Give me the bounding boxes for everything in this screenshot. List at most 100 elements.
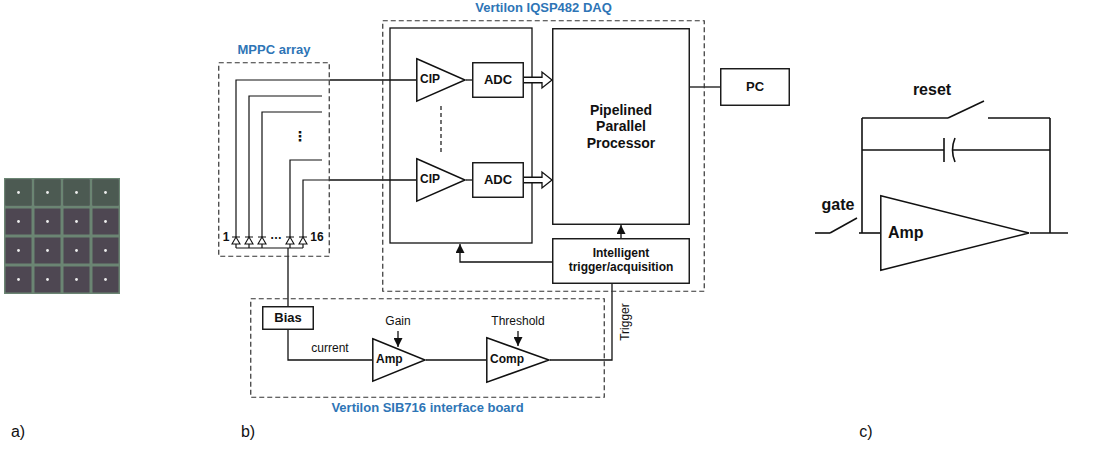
amplifier-symbol: Amp (880, 195, 1030, 271)
comparator-symbol: Comp (486, 337, 550, 383)
diode-bar (232, 236, 307, 237)
signal-wire (290, 160, 322, 237)
detector-group: MPPC array (218, 62, 330, 257)
box-outline (473, 63, 524, 98)
ellipsis-mark: ⋮ (293, 128, 307, 144)
text-block: Pipelined Parallel Processor (569, 102, 673, 150)
signal-label: current (309, 342, 350, 356)
input-wire (815, 232, 830, 234)
box-outline (263, 307, 314, 330)
triangle-outline (487, 338, 549, 382)
diode-symbol (258, 237, 266, 244)
panel-label: b) (241, 423, 255, 441)
text-block: Amp (372, 353, 403, 367)
signal-line (426, 359, 486, 360)
node-label: CIP (420, 173, 440, 187)
trigger-line (550, 284, 612, 360)
adc-box: ADC (472, 162, 524, 198)
reset-wire (862, 117, 948, 119)
frontend-box (390, 28, 532, 243)
group-title: Vertilon IQSP482 DAQ (475, 1, 612, 16)
current-line (288, 330, 372, 360)
text-block: PC (746, 80, 764, 95)
group-title: Vertilon SIB716 interface board (331, 401, 523, 416)
node-label: Bias (274, 311, 301, 326)
data-line (690, 87, 720, 88)
triangle-outline (373, 339, 425, 381)
computer-box: PC (720, 68, 790, 106)
input-wire (859, 232, 880, 234)
array-photo (4, 178, 120, 294)
signal-wire (303, 180, 330, 237)
diode-symbol (299, 237, 307, 244)
current-line (288, 330, 372, 360)
integrator-amp: CIP (416, 58, 466, 102)
control-arrow (621, 225, 622, 238)
triangle-outline (417, 159, 465, 201)
reset-wire (988, 117, 1050, 119)
threshold-control: Threshold (491, 315, 544, 329)
gain-arrow (397, 331, 398, 347)
amplifier-symbol: Amp (372, 338, 426, 382)
threshold-arrow (517, 331, 518, 346)
trigger-line (550, 284, 612, 360)
bias-bus (236, 244, 303, 257)
trigger-box: Intelligent trigger/acquisition (552, 238, 690, 284)
dashed-outline (218, 62, 330, 257)
signal-wire (249, 96, 322, 237)
dashed-outline (383, 21, 705, 292)
box-outline (473, 163, 524, 198)
signal-line (466, 179, 472, 180)
diode-symbol (245, 237, 253, 244)
feedback-wire (861, 118, 863, 233)
bias-box: Bias (262, 306, 314, 330)
signal-line (426, 360, 486, 361)
array-photo (4, 178, 120, 294)
group-title: MPPC array (238, 43, 311, 58)
signal-wire (236, 80, 330, 237)
panel-label: c) (859, 423, 872, 441)
text-block: Comp (486, 353, 524, 367)
interface-group: BiasAmpCompVertilon SIB716 interface boa… (250, 298, 605, 398)
control-arrow (460, 244, 552, 262)
node-label: Amp (888, 224, 924, 242)
channel-number: 16 (310, 231, 323, 245)
node-label: Amp (376, 353, 403, 367)
node-label: Intelligent trigger/acquisition (556, 247, 686, 275)
integrator-amp: CIP (416, 158, 466, 202)
text-block: Intelligent trigger/acquisition (556, 247, 686, 275)
node-label: ADC (484, 73, 512, 88)
ellipsis-mark: … (270, 229, 282, 243)
diode-symbol (286, 237, 294, 244)
dashed-outline (251, 299, 605, 398)
triangle-outline (881, 196, 1029, 270)
box-outline (553, 239, 690, 284)
processor-box: Pipelined Parallel Processor (552, 28, 690, 225)
signal-line (466, 79, 472, 80)
data-line (690, 86, 720, 87)
signal-line (466, 180, 472, 181)
text-block: CIP (416, 73, 440, 87)
adc-box: ADC (472, 62, 524, 98)
channel-number: 1 (223, 231, 230, 245)
switch-label: reset (913, 81, 951, 99)
bus-shaft (524, 178, 544, 182)
node-label: ADC (484, 173, 512, 188)
capacitor-wire (952, 149, 1050, 151)
gate-switch (830, 218, 857, 233)
bus-arrow (524, 172, 552, 188)
capacitor-wire (862, 149, 944, 151)
control-arrow (620, 225, 621, 238)
signal-line (330, 79, 416, 80)
bus-arrow (524, 72, 552, 88)
signal-line (330, 179, 416, 180)
signal-label: Trigger (619, 301, 633, 343)
node-label: Comp (490, 353, 524, 367)
output-wire (1030, 232, 1068, 234)
mppc-wiring (236, 80, 330, 257)
text-block: ADC (484, 73, 512, 88)
array-photo (4, 178, 120, 207)
box-outline (553, 29, 690, 225)
photodiode-symbols (232, 237, 307, 244)
